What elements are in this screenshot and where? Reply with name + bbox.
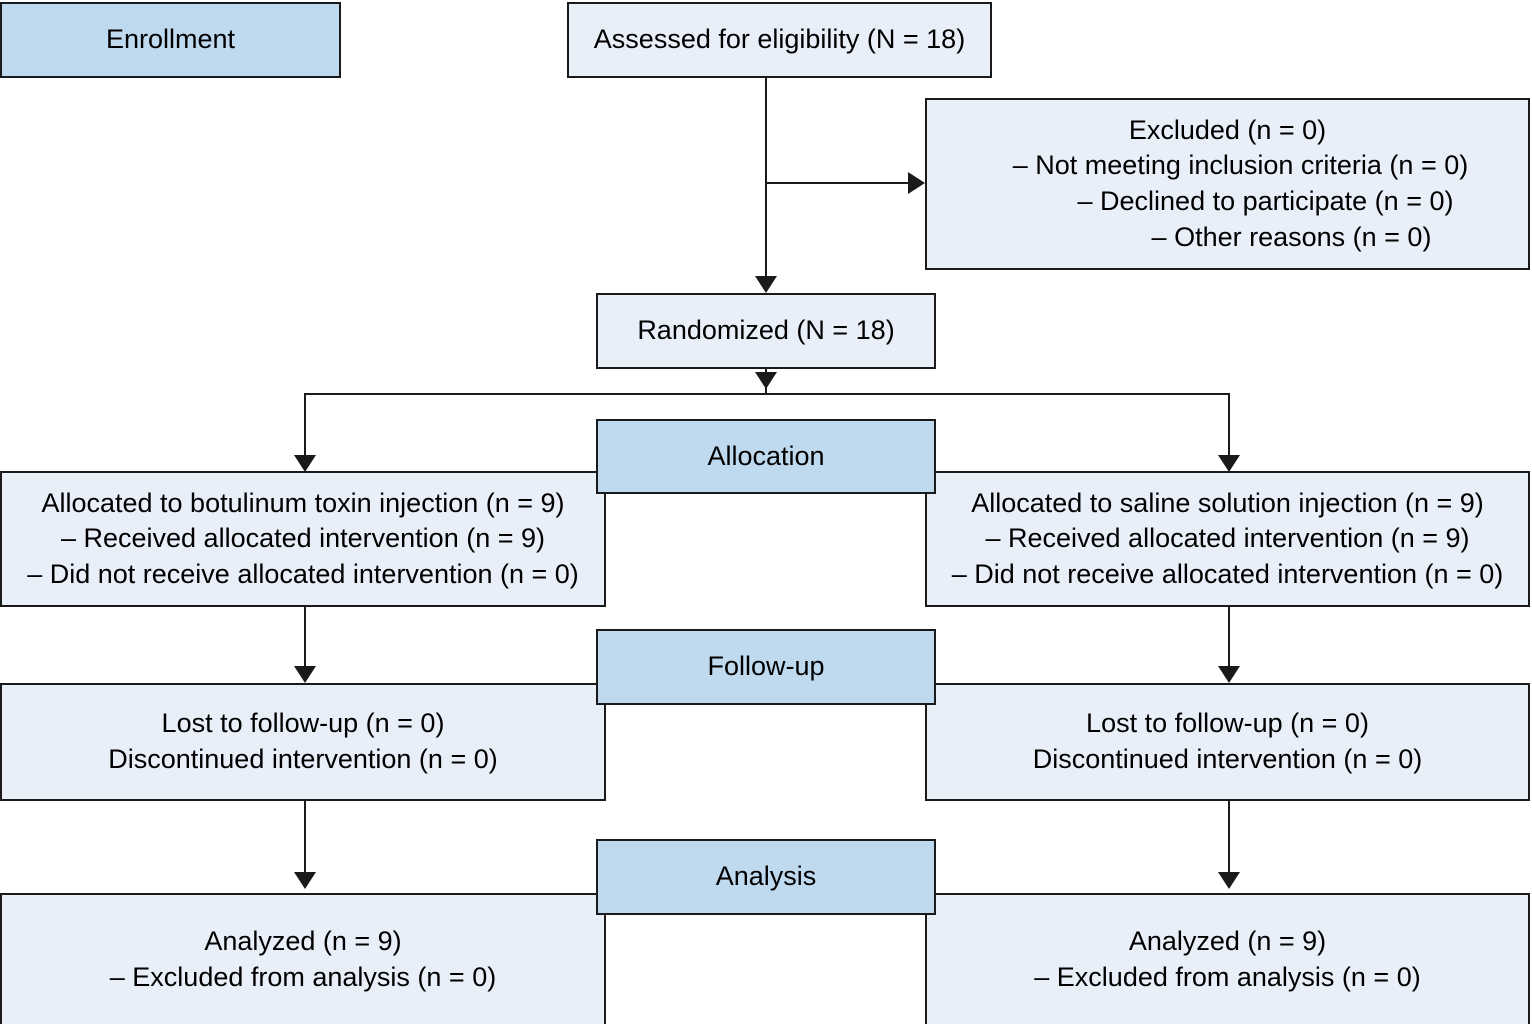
right-followup-line-2: Discontinued intervention (n = 0) [1032, 744, 1423, 774]
node-excluded: Excluded (n = 0) – Not meeting inclusion… [925, 98, 1530, 270]
stage-label-enrollment: Enrollment [0, 2, 341, 78]
connector-assessed-to-excluded [765, 182, 912, 184]
left-allocation-line-1: Allocated to botulinum toxin injection (… [41, 487, 565, 518]
connector-right-followup-to-analysis [1228, 801, 1230, 875]
excluded-reason-2: – Declined to participate (n = 0) [1077, 186, 1454, 216]
arrowhead-right-allocation [1218, 455, 1240, 472]
stage-label-allocation-text: Allocation [707, 440, 825, 471]
connector-right-allocation-to-followup [1228, 607, 1230, 669]
excluded-heading: Excluded (n = 0) [1128, 114, 1327, 145]
arrowhead-left-followup [294, 666, 316, 683]
excluded-reason-1: – Not meeting inclusion criteria (n = 0) [1012, 150, 1469, 181]
node-randomized: Randomized (N = 18) [596, 293, 936, 369]
arrowhead-randomized-stem [755, 372, 777, 389]
connector-randomized-spreader [304, 393, 1230, 395]
stage-label-followup-text: Follow-up [707, 651, 825, 682]
arrowhead-assessed-to-randomized [755, 276, 777, 293]
stage-label-analysis-text: Analysis [715, 861, 817, 892]
excluded-reason-3: – Other reasons (n = 0) [1151, 221, 1432, 252]
left-followup-line-2: Discontinued intervention (n = 0) [108, 744, 498, 774]
randomized-text: Randomized (N = 18) [637, 315, 895, 346]
connector-left-followup-to-analysis [304, 801, 306, 875]
right-analysis-line-2: – Excluded from analysis (n = 0) [1034, 961, 1421, 992]
arrowhead-assessed-to-excluded [908, 172, 925, 194]
node-assessed-for-eligibility: Assessed for eligibility (N = 18) [567, 2, 992, 78]
connector-left-allocation-to-followup [304, 607, 306, 669]
stage-label-analysis: Analysis [596, 839, 936, 915]
node-left-followup: Lost to follow-up (n = 0) Discontinued i… [0, 683, 606, 801]
left-analysis-line-1: Analyzed (n = 9) [204, 925, 402, 956]
arrowhead-right-followup [1218, 666, 1240, 683]
assessed-text: Assessed for eligibility (N = 18) [593, 24, 966, 55]
left-allocation-line-2: – Received allocated intervention (n = 9… [60, 523, 546, 554]
stage-label-followup: Follow-up [596, 629, 936, 705]
connector-randomized-to-right-allocation [1228, 393, 1230, 459]
node-left-allocation: Allocated to botulinum toxin injection (… [0, 471, 606, 607]
connector-assessed-to-randomized [765, 78, 767, 280]
right-followup-line-1: Lost to follow-up (n = 0) [1086, 708, 1369, 739]
stage-label-enrollment-text: Enrollment [105, 24, 236, 55]
arrowhead-right-analysis [1218, 872, 1240, 889]
right-allocation-line-1: Allocated to saline solution injection (… [971, 487, 1484, 518]
connector-randomized-to-left-allocation [304, 393, 306, 459]
left-analysis-line-2: – Excluded from analysis (n = 0) [109, 961, 497, 992]
right-analysis-line-1: Analyzed (n = 9) [1128, 925, 1327, 956]
left-allocation-line-3: – Did not receive allocated intervention… [27, 558, 579, 589]
right-allocation-line-3: – Did not receive allocated intervention… [951, 558, 1504, 589]
arrowhead-left-allocation [294, 455, 316, 472]
stage-label-allocation: Allocation [596, 419, 936, 494]
node-right-analysis: Analyzed (n = 9) – Excluded from analysi… [925, 893, 1530, 1024]
node-right-allocation: Allocated to saline solution injection (… [925, 471, 1530, 607]
right-allocation-line-2: – Received allocated intervention (n = 9… [985, 523, 1470, 554]
arrowhead-left-analysis [294, 872, 316, 889]
left-followup-line-1: Lost to follow-up (n = 0) [161, 708, 445, 739]
node-right-followup: Lost to follow-up (n = 0) Discontinued i… [925, 683, 1530, 801]
node-left-analysis: Analyzed (n = 9) – Excluded from analysi… [0, 893, 606, 1024]
